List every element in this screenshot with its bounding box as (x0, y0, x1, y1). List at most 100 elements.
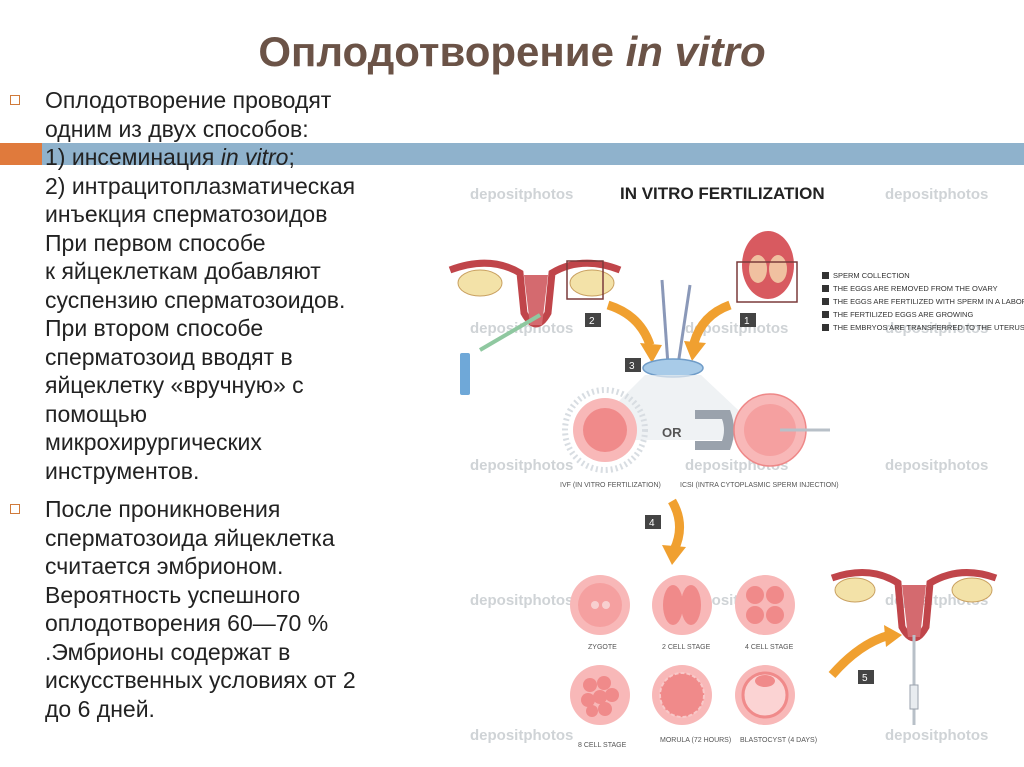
four-cell-icon (735, 575, 795, 635)
legend-box (822, 311, 829, 318)
step-badge-4 (645, 515, 661, 529)
bullet-line: сперматозоида яйцеклетка (45, 524, 335, 551)
bullet-line: помощью (45, 400, 148, 427)
bullet-line: искусственных условиях от 2 (45, 667, 356, 693)
bullet-line: При первом способе (45, 229, 266, 256)
pipette-icon (676, 284, 692, 366)
bullet-line: оплодотворения 60—70 % (45, 610, 329, 636)
arrow-head-icon (662, 545, 686, 565)
step-badge-1 (740, 313, 756, 327)
petri-dish-icon (642, 358, 704, 378)
bullet-line: 2) интрацитоплазматическая (45, 172, 356, 199)
legend-box (822, 272, 829, 279)
bullet-line: Оплодотворение проводят (45, 87, 332, 113)
ivf-diagram-svg: depositphotos depositphotos depositphoto… (448, 184, 1024, 749)
bullet-2: После проникновения сперматозоида яйцекл… (10, 495, 430, 723)
stage-label: ZYGOTE (588, 644, 617, 651)
watermark: depositphotos (885, 320, 988, 337)
arrow-head-icon (884, 625, 902, 647)
watermark: depositphotos (885, 457, 988, 474)
legend-box (822, 285, 829, 292)
legend-text: THE EMBRYOS ARE TRANSFERRED TO THE UTERU… (833, 323, 1024, 332)
eight-cell-icon (570, 665, 630, 725)
accent-bar-blue (42, 143, 1024, 165)
bullet-line: одним из двух способов: (45, 115, 309, 142)
legend-text: THE EGGS ARE REMOVED FROM THE OVARY (833, 284, 998, 293)
method-label-icsi: ICSI (INTRA CYTOPLASMIC SPERM INJECTION) (680, 482, 839, 489)
watermark: depositphotos (685, 320, 788, 337)
two-cell-icon (652, 575, 712, 635)
bullet-1: Оплодотворение проводят одним из двух сп… (10, 86, 430, 485)
watermark: depositphotos (470, 457, 573, 474)
bullet-line-part: 1) инсеминация (45, 144, 221, 170)
step-number: 5 (862, 673, 868, 684)
step-number: 1 (744, 316, 750, 327)
stage-label: 4 CELL STAGE (745, 644, 794, 651)
slide-title-italic: in vitro (625, 28, 766, 75)
bullet-line: суспензию сперматозоидов. (45, 286, 346, 313)
arrow-head-icon (684, 341, 706, 361)
bullet-line-italic: in vitro (220, 144, 289, 170)
watermark: depositphotos (470, 727, 573, 744)
legend-text: THE FERTILIZED EGGS ARE GROWING (833, 310, 973, 319)
bullet-line: 1) инсеминация in vitro; (45, 143, 430, 172)
accent-bar-orange (0, 143, 42, 165)
uterus-left-icon (448, 259, 622, 395)
legend-box (822, 324, 829, 331)
illustration-heading: IN VITRO FERTILIZATION (620, 184, 825, 203)
legend: SPERM COLLECTION THE EGGS ARE REMOVED FR… (822, 271, 1024, 332)
bullet-line: После проникновения (45, 496, 281, 522)
legend-text: SPERM COLLECTION (833, 271, 910, 280)
stage-label: 8 CELL STAGE (578, 742, 627, 749)
blastocyst-icon (735, 665, 795, 725)
bullet-line: При втором способе (45, 315, 264, 341)
bullet-line: яйцеклетку «вручную» с (45, 372, 304, 398)
icsi-egg-icon (695, 393, 830, 467)
step-number: 4 (649, 518, 655, 529)
ivf-illustration: depositphotos depositphotos depositphoto… (440, 165, 1024, 765)
step-number: 3 (629, 361, 635, 372)
watermark: depositphotos (470, 186, 573, 203)
bullet-line: к яйцеклеткам добавляют (45, 258, 321, 284)
slide-title-main: Оплодотворение (258, 28, 614, 75)
legend-box (822, 298, 829, 305)
arrow-icon (668, 498, 684, 552)
step-number: 2 (589, 316, 595, 327)
stage-label: MORULA (72 HOURS) (660, 737, 731, 744)
bullet-square-icon (10, 504, 20, 514)
arrow-icon (606, 300, 655, 347)
pipette-icon (660, 279, 670, 366)
method-label-ivf: IVF (IN VITRO FERTILIZATION) (560, 482, 661, 489)
testes-icon (736, 231, 798, 303)
bullet-line: микрохирургических (45, 429, 262, 455)
bullet-line: сперматозоид вводят в (45, 343, 293, 370)
stage-label: 2 CELL STAGE (662, 644, 711, 651)
watermark: depositphotos (885, 186, 988, 203)
bullet-line: инструментов. (45, 457, 200, 484)
bullet-line: Вероятность успешного (45, 581, 301, 608)
legend-text: THE EGGS ARE FERTILIZED WITH SPERM IN A … (833, 297, 1024, 306)
morula-icon (652, 665, 712, 725)
bullet-square-icon (10, 95, 20, 105)
text-column: Оплодотворение проводят одним из двух сп… (10, 86, 430, 723)
step-badge-5 (858, 670, 874, 684)
watermark: depositphotos (885, 727, 988, 744)
zygote-icon (570, 575, 630, 635)
stage-label: BLASTOCYST (4 DAYS) (740, 737, 817, 744)
bullet-line: инъекция сперматозоидов (45, 201, 328, 227)
watermark: depositphotos (470, 592, 573, 609)
step-badge-2 (585, 313, 601, 327)
arrow-head-icon (640, 343, 662, 363)
or-label: OR (662, 425, 682, 440)
arrow-icon (689, 300, 732, 345)
ivf-egg-icon (562, 387, 648, 473)
slide-title: Оплодотворение in vitro (0, 28, 1024, 76)
arrow-icon (828, 630, 892, 678)
uterus-right-icon (830, 569, 998, 725)
bullet-line-part: ; (288, 144, 295, 170)
bullet-line: считается эмбрионом. (45, 553, 284, 579)
bullet-line: до 6 дней. (45, 695, 155, 722)
bullet-line: .Эмбрионы содержат в (45, 638, 291, 665)
step-badge-3 (625, 358, 641, 372)
watermark: depositphotos (470, 320, 573, 337)
